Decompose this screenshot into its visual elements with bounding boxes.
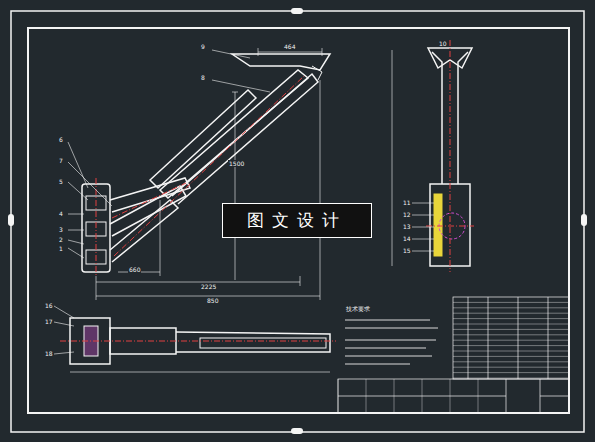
top-view <box>54 306 336 372</box>
gripper-finger <box>312 66 322 80</box>
callout-number: 10 <box>438 40 448 47</box>
outer-frame <box>11 11 584 432</box>
callout-number: 14 <box>402 235 412 242</box>
watermark-box: 图文设计 <box>222 203 372 238</box>
watermark-text: 图文设计 <box>247 209 347 232</box>
callout-number: 1 <box>58 245 64 252</box>
dimension: 660 <box>128 266 141 273</box>
dimension: 1500 <box>228 160 245 167</box>
callout-number: 9 <box>200 43 206 50</box>
callout-number: 3 <box>58 226 64 233</box>
callout-number: 15 <box>402 247 412 254</box>
title-block <box>338 297 569 413</box>
callout-number: 2 <box>58 236 64 243</box>
dimension: 464 <box>283 43 296 50</box>
dimension: 2225 <box>200 283 217 290</box>
side-view <box>392 40 474 272</box>
callout-number: 6 <box>58 136 64 143</box>
callout-number: 5 <box>58 178 64 185</box>
callout-number: 7 <box>58 157 64 164</box>
callout-number: 13 <box>402 223 412 230</box>
callout-number: 17 <box>44 318 54 325</box>
base-column <box>82 178 110 276</box>
dimension-lines <box>68 48 322 300</box>
callout-number: 18 <box>44 350 54 357</box>
callout-number: 4 <box>58 210 64 217</box>
callout-number: 12 <box>402 211 412 218</box>
callout-number: 11 <box>402 199 412 206</box>
note-heading: 技术要求 <box>345 305 371 312</box>
notes-lines <box>345 320 438 364</box>
inner-frame <box>28 28 569 413</box>
parts-rows <box>338 302 569 413</box>
callout-number: 16 <box>44 302 54 309</box>
dimension: 850 <box>206 297 219 304</box>
callout-number: 8 <box>200 74 206 81</box>
